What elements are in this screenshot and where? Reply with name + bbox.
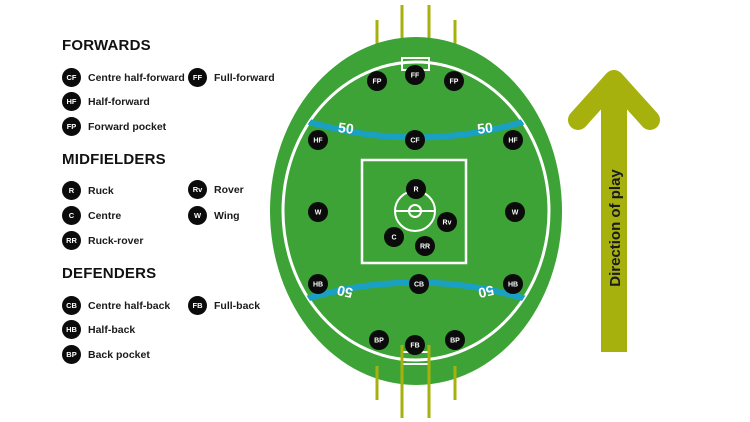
player-label: C	[391, 235, 396, 242]
cf-badge: CF	[62, 68, 81, 87]
player-marker-bp: BP	[445, 330, 465, 350]
player-marker-fp: FP	[444, 71, 464, 91]
fp-badge: FP	[62, 117, 81, 136]
player-label: HB	[313, 282, 323, 289]
legend-label: Back pocket	[88, 348, 150, 361]
player-marker-hf: HF	[308, 130, 328, 150]
arrow-head-icon	[568, 70, 660, 130]
player-marker-fb: FB	[405, 335, 425, 355]
legend-label: Ruck	[88, 184, 114, 197]
legend-label: Centre	[88, 209, 122, 222]
player-label: RR	[420, 244, 430, 251]
player-label: CB	[414, 282, 424, 289]
bottom-goalposts	[375, 345, 457, 418]
legend-label: Full-back	[214, 299, 261, 312]
legend-item-r: R Ruck	[62, 181, 114, 200]
legend-label: Wing	[214, 209, 240, 222]
legend-item-rv: Rv Rover	[188, 180, 244, 199]
player-marker-w: W	[505, 202, 525, 222]
player-label: FP	[373, 79, 382, 86]
legend-item-rr: RR Ruck-rover	[62, 231, 143, 250]
legend-label: Centre half-back	[88, 299, 171, 312]
fifty-label-top-left: 50	[337, 119, 355, 137]
positions-legend: FORWARDS CF Centre half-forward FF Full-…	[0, 0, 300, 422]
player-label: FB	[410, 343, 419, 350]
legend-label: Forward pocket	[88, 120, 167, 133]
legend-label: Full-forward	[214, 71, 275, 84]
player-label: BP	[450, 338, 460, 345]
player-label: FP	[450, 79, 459, 86]
legend-label: Half-forward	[88, 95, 150, 108]
legend-item-hb: HB Half-back	[62, 320, 135, 339]
hf-badge: HF	[62, 92, 81, 111]
legend-item-fb: FB Full-back	[188, 296, 260, 315]
c-badge: C	[62, 206, 81, 225]
player-label: FF	[411, 73, 420, 80]
forwards-heading: FORWARDS	[62, 37, 151, 54]
fifty-label-bottom-right: 50	[477, 282, 496, 301]
legend-item-w: W Wing	[188, 206, 240, 225]
legend-label: Centre half-forward	[88, 71, 185, 84]
legend-item-bp: BP Back pocket	[62, 345, 150, 364]
player-marker-fp: FP	[367, 71, 387, 91]
player-label: R	[413, 187, 418, 194]
ff-badge: FF	[188, 68, 207, 87]
player-markers: FF FP FP HF CF HF R Rv C RR W W HB CB HB…	[308, 65, 525, 355]
legend-item-ff: FF Full-forward	[188, 68, 275, 87]
player-marker-hf: HF	[503, 130, 523, 150]
player-marker-hb: HB	[308, 274, 328, 294]
legend-label: Ruck-rover	[88, 234, 144, 247]
fb-badge: FB	[188, 296, 207, 315]
player-marker-rr: RR	[415, 236, 435, 256]
player-marker-cf: CF	[405, 130, 425, 150]
player-label: CF	[410, 138, 420, 145]
legend-item-cb: CB Centre half-back	[62, 296, 170, 315]
player-label: W	[512, 210, 519, 217]
direction-label: Direction of play	[607, 169, 624, 287]
hb-badge: HB	[62, 320, 81, 339]
player-marker-rv: Rv	[437, 212, 457, 232]
player-marker-cb: CB	[409, 274, 429, 294]
player-label: BP	[374, 338, 384, 345]
player-marker-ff: FF	[405, 65, 425, 85]
player-label: W	[315, 210, 322, 217]
player-marker-hb: HB	[503, 274, 523, 294]
player-marker-bp: BP	[369, 330, 389, 350]
centre-square	[360, 158, 468, 265]
bp-badge: BP	[62, 345, 81, 364]
rv-badge: Rv	[188, 180, 207, 199]
defenders-heading: DEFENDERS	[62, 265, 157, 282]
legend-label: Half-back	[88, 323, 136, 336]
r-badge: R	[62, 181, 81, 200]
player-marker-w: W	[308, 202, 328, 222]
player-label: Rv	[443, 220, 452, 227]
boundary-line	[281, 60, 551, 362]
cb-badge: CB	[62, 296, 81, 315]
w-badge: W	[188, 206, 207, 225]
fifty-label-bottom-left: 50	[335, 282, 354, 301]
player-label: HF	[313, 138, 323, 145]
legend-item-hf: HF Half-forward	[62, 92, 150, 111]
legend-item-fp: FP Forward pocket	[62, 117, 166, 136]
direction-arrow: Direction of play	[568, 70, 660, 352]
legend-label: Rover	[214, 183, 244, 196]
player-marker-r: R	[406, 179, 426, 199]
player-label: HB	[508, 282, 518, 289]
fifty-label-top-right: 50	[476, 119, 494, 137]
player-marker-c: C	[384, 227, 404, 247]
player-label: HF	[508, 138, 518, 145]
midfielders-heading: MIDFIELDERS	[62, 151, 166, 168]
legend-item-cf: CF Centre half-forward	[62, 68, 185, 87]
legend-item-c: C Centre	[62, 206, 121, 225]
rr-badge: RR	[62, 231, 81, 250]
